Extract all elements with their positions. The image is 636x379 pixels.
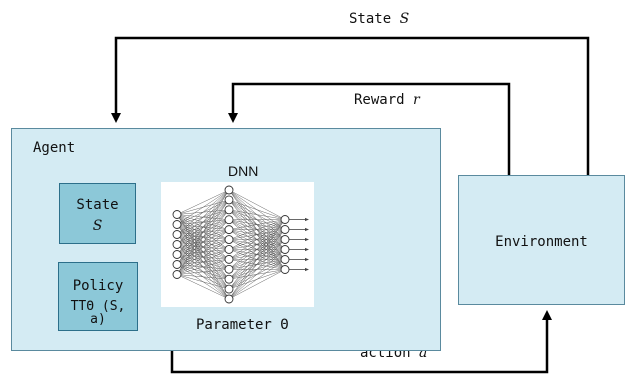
dnn-parameter-label: Parameter Θ <box>196 317 289 333</box>
nn-node <box>172 210 182 219</box>
nn-connection <box>176 209 230 275</box>
nn-node <box>280 225 290 234</box>
nn-connection <box>228 219 286 230</box>
nn-connection <box>176 189 230 245</box>
nn-connection <box>176 259 230 275</box>
nn-connection <box>176 274 230 290</box>
nn-connection <box>228 219 286 240</box>
nn-connection <box>228 259 286 300</box>
nn-node <box>224 274 234 284</box>
nn-node <box>224 225 234 235</box>
nn-node <box>224 264 234 274</box>
nn-connection <box>228 209 286 220</box>
nn-output-arrowhead <box>305 257 309 262</box>
environment-title: Environment <box>495 234 588 250</box>
nn-node <box>224 254 234 264</box>
nn-connection <box>176 229 230 275</box>
state-feedback-label: State S <box>349 11 410 27</box>
nn-connection <box>176 189 230 265</box>
nn-connection <box>228 219 286 250</box>
nn-output-arrowhead <box>305 217 309 222</box>
nn-connection <box>228 249 286 300</box>
nn-node <box>172 240 182 249</box>
nn-node <box>172 260 182 269</box>
nn-connection <box>176 189 230 255</box>
nn-connection <box>228 219 286 260</box>
reward-feedback-label: Reward r <box>354 92 420 108</box>
nn-connection <box>176 189 230 215</box>
policy-box: Policy TTΘ (S, a) <box>58 262 138 331</box>
environment-box: Environment <box>458 175 625 305</box>
nn-output-arrowhead <box>305 237 309 242</box>
nn-connection <box>176 269 230 275</box>
state-box-line2: S <box>92 218 103 234</box>
nn-connection <box>176 199 230 275</box>
nn-connection <box>228 199 286 220</box>
nn-node <box>172 270 182 279</box>
nn-node <box>172 220 182 229</box>
agent-title: Agent <box>33 140 76 156</box>
nn-connection <box>176 189 230 275</box>
policy-box-line2: TTΘ (S, a) <box>70 299 126 327</box>
state-box: State S <box>59 183 136 244</box>
nn-node <box>172 230 182 239</box>
nn-connection <box>176 189 230 225</box>
nn-node <box>280 245 290 254</box>
nn-connection <box>228 189 286 220</box>
nn-node <box>224 185 234 195</box>
nn-output-arrowhead <box>305 247 309 252</box>
nn-node <box>224 284 234 294</box>
dnn-panel <box>161 182 314 307</box>
nn-node <box>224 294 234 304</box>
nn-node <box>224 215 234 225</box>
state-box-line1: State <box>76 197 119 213</box>
neural-network-graph <box>172 185 309 304</box>
nn-connection <box>228 219 286 300</box>
nn-node <box>224 245 234 254</box>
nn-connection <box>228 219 286 290</box>
nn-connection <box>176 274 230 300</box>
dnn-title: DNN <box>228 163 259 179</box>
nn-connection <box>176 219 230 275</box>
nn-connection <box>176 239 230 275</box>
nn-connection <box>228 269 286 300</box>
nn-output-arrowhead <box>305 267 309 272</box>
nn-output-arrowhead <box>305 227 309 232</box>
nn-node <box>224 205 234 215</box>
nn-node <box>224 235 234 244</box>
nn-connection <box>176 274 230 280</box>
nn-node <box>280 215 290 224</box>
nn-node <box>280 235 290 244</box>
nn-connection <box>228 229 286 300</box>
nn-node <box>280 265 290 274</box>
nn-connection <box>176 189 230 235</box>
policy-box-line1: Policy <box>72 278 124 294</box>
nn-node <box>280 255 290 264</box>
nn-node <box>172 250 182 259</box>
nn-node <box>224 195 234 205</box>
nn-connection <box>176 249 230 275</box>
nn-connection <box>228 219 286 270</box>
nn-connection <box>228 219 286 280</box>
nn-connection <box>228 239 286 300</box>
